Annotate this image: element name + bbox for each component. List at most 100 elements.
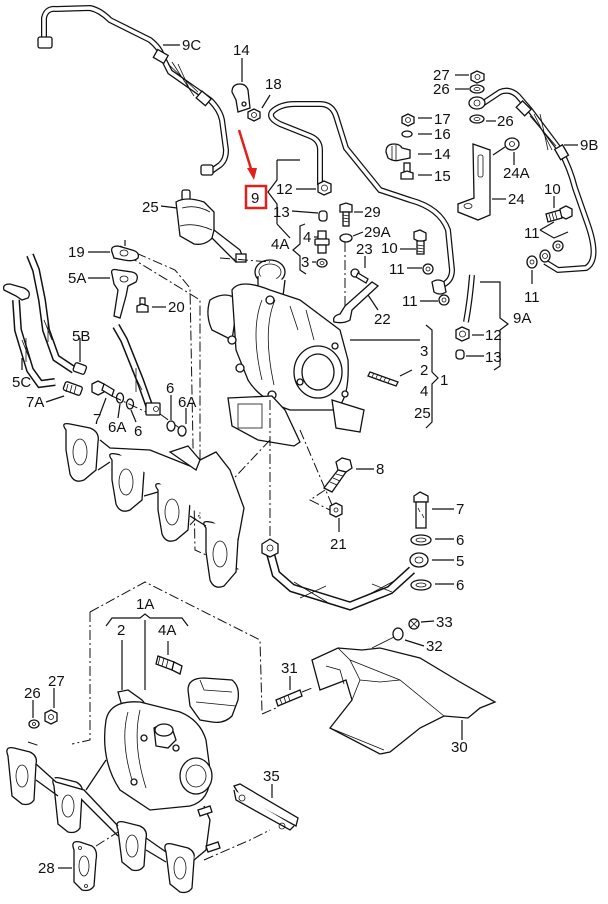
heat-shield-30[interactable] [311,647,497,755]
washer-11[interactable] [539,249,551,263]
banjo-bolt-10[interactable] [545,205,573,223]
stud-31[interactable] [275,689,303,707]
clamp-14[interactable] [231,83,251,113]
washer-6A[interactable] [115,392,125,404]
washer-6A[interactable] [177,425,187,437]
callout-8: 8 [376,461,384,478]
bolt-15[interactable] [400,162,414,180]
callout-4: 4 [420,383,428,400]
oil-return-pipe-9A[interactable] [463,274,475,323]
wastegate-actuator-25[interactable] [175,189,247,263]
nut-12[interactable] [317,180,332,196]
callout-14: 14 [233,42,250,59]
bracket-24[interactable] [457,143,491,221]
washer-26[interactable] [469,84,485,94]
callout-9-highlighted[interactable]: 9 [251,190,259,207]
oil-return-pipe-5[interactable] [261,538,429,611]
bolt-8[interactable] [323,457,353,493]
callout-9B: 9B [580,137,598,154]
callout-26: 26 [433,81,450,98]
banjo-bolt-7[interactable] [413,491,429,529]
nut-12[interactable] [455,326,470,342]
plug-13[interactable] [318,210,328,222]
callout-6: 6 [166,380,174,397]
plug-13[interactable] [455,349,465,360]
coolant-pipe-5C[interactable] [2,283,56,389]
callout-27: 27 [433,67,450,84]
callout-26: 26 [497,113,514,130]
callout-31: 31 [281,660,298,677]
washer-16[interactable] [401,130,413,138]
gasket-35[interactable] [233,783,299,831]
washer-11[interactable] [526,255,538,269]
callout-16: 16 [434,126,451,143]
union-7A[interactable] [62,381,83,396]
banjo-bolt-7[interactable] [91,380,115,397]
callout-24: 24 [508,191,525,208]
callout-7: 7 [93,411,101,428]
oil-pipe-9C[interactable] [37,4,230,176]
washer-6[interactable] [166,420,176,432]
callout-5: 5 [456,553,464,570]
gasket-28[interactable] [72,841,98,892]
gasket-19[interactable] [110,245,140,262]
nut-33[interactable] [408,618,420,630]
callout-22: 22 [374,311,391,328]
washer-6[interactable] [410,534,432,546]
callout-23: 23 [356,241,373,258]
nut-17[interactable] [401,113,415,127]
washer-6[interactable] [410,579,432,591]
callout-29A: 29A [364,224,391,241]
washer-29A[interactable] [339,233,353,243]
union-4[interactable] [314,230,330,254]
washer-26[interactable] [28,719,40,729]
union-4A[interactable] [155,655,183,675]
callout-6: 6 [456,532,464,549]
bolt-20[interactable] [136,297,149,313]
callout-25: 25 [142,199,159,216]
callout-9C: 9C [182,37,201,54]
washer-11[interactable] [552,240,564,252]
clamp-14[interactable] [385,143,411,162]
turbocharger-1[interactable] [207,259,365,447]
callout-7: 7 [456,501,464,518]
turbocharger-1A[interactable] [103,677,240,811]
callout-5A: 5A [68,270,86,287]
oil-pipe-9[interactable] [268,101,456,295]
callout-18: 18 [265,76,282,93]
nut-27[interactable] [470,70,485,84]
callout-29: 29 [364,204,381,221]
callout-10: 10 [544,181,561,198]
bracket-22[interactable] [332,281,380,324]
callout-28: 28 [38,860,55,877]
bolt-29[interactable] [339,202,353,227]
callout-3: 3 [301,254,309,271]
nut-27[interactable] [44,709,58,725]
washer-24A[interactable] [504,137,520,151]
washer-3[interactable] [316,258,328,268]
callout-1: 1 [440,372,448,389]
callout-5C: 5C [12,374,31,391]
callout-12: 12 [276,181,293,198]
stud-2[interactable] [367,371,399,387]
callout-13: 13 [273,204,290,221]
callout-11: 11 [524,225,540,242]
exhaust-manifold[interactable] [63,422,245,588]
highlight-box[interactable] [244,184,268,210]
callout-25: 25 [414,405,431,422]
banjo-bolt-10[interactable] [413,229,427,255]
nut-18[interactable] [247,108,261,122]
washer-32[interactable] [392,627,404,641]
coolant-pipe-5B[interactable] [26,253,88,375]
coolant-pipe-5A[interactable] [110,268,138,319]
callout-11: 11 [402,293,418,310]
washer-11[interactable] [438,294,450,306]
coolant-pipe[interactable] [112,324,161,416]
nut-21[interactable] [329,502,343,518]
washer-26[interactable] [469,114,485,124]
callout-32: 32 [426,638,443,655]
bolt-23[interactable] [350,268,369,284]
exhaust-manifold-1A[interactable] [6,747,221,894]
oil-pipe-9B[interactable] [468,87,597,274]
washer-11[interactable] [422,263,434,275]
